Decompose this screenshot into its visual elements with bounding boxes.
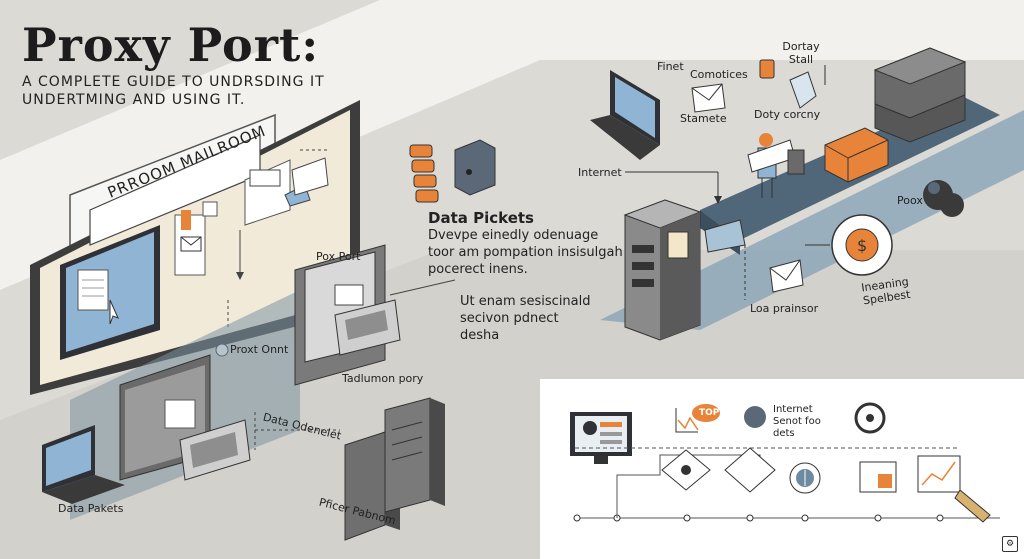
worker-figure	[747, 133, 805, 198]
toc-badge: TOP	[699, 408, 720, 418]
packet-cube	[454, 139, 496, 196]
tadlumon-label: Tadlumon pory	[342, 372, 424, 385]
proxy-lock-icon: $	[831, 214, 893, 276]
data-packets-cluster	[409, 139, 496, 203]
stamete-label: Stamete	[680, 112, 727, 125]
data-packets-line3: pocerect inens.	[428, 262, 528, 277]
data-packets-line2: toor am pompation insisulgah	[428, 245, 623, 260]
paper-stack-icon	[164, 399, 196, 429]
pox-port-machine	[294, 244, 401, 386]
server-towers	[344, 397, 445, 541]
data-pakets-label: Data Pakets	[58, 502, 124, 515]
puzzle-icon	[759, 59, 775, 79]
internet-senot-label: Internet Senot foo dets	[773, 404, 821, 439]
internet-server-tower	[623, 199, 702, 341]
poox-label: Poox	[897, 194, 923, 207]
inset-flow-overlay	[570, 402, 1000, 523]
dortay-stall-label: Dortay Stall	[782, 40, 820, 66]
top-envelope-icon	[691, 83, 726, 113]
page-title: Proxy Port:	[22, 18, 320, 72]
top-laptop-icon	[590, 70, 660, 160]
laptop-icon	[42, 425, 125, 504]
pox-port-label: Pox Port	[316, 250, 361, 263]
data-packets-heading: Data Pickets	[428, 209, 534, 227]
mid-text-line1: Ut enam sesiscinald	[460, 294, 591, 309]
right-server-stack	[873, 47, 967, 143]
right-floor-band	[600, 110, 1024, 330]
settings-icon[interactable]: ⚙	[1002, 536, 1018, 552]
loa-prainsor-label: Loa prainsor	[750, 302, 819, 315]
stamp-icon	[181, 210, 191, 230]
document-icon	[77, 269, 109, 311]
svg-text:$: $	[857, 236, 867, 255]
data-packets-line1: Dvevpe einedly odenuage	[428, 228, 599, 243]
page-subtitle-line2: undertming and using it.	[22, 92, 246, 108]
cloud-icon	[923, 180, 964, 217]
mid-text-line3: desha	[460, 328, 500, 343]
finet-label: Finet	[657, 60, 684, 73]
doty-corcny-label: Doty corcny	[754, 108, 821, 121]
mailbox-device	[119, 354, 251, 481]
internet-label: Internet	[578, 166, 622, 179]
comotices-label: Comotices	[690, 68, 748, 81]
orange-package	[824, 127, 889, 183]
cursor-icon	[109, 299, 119, 325]
inset-flow-visible	[570, 402, 1000, 523]
proxy-port-label: Proxt Onnt	[230, 343, 289, 356]
glove-icon	[789, 71, 817, 109]
page-subtitle-line1: A complete guide to undrsding it	[22, 74, 325, 90]
mid-text-line2: secivon pdnect	[460, 311, 559, 326]
diagonal-light-band	[0, 0, 1024, 290]
mailroom-monitor-screen	[66, 232, 154, 352]
